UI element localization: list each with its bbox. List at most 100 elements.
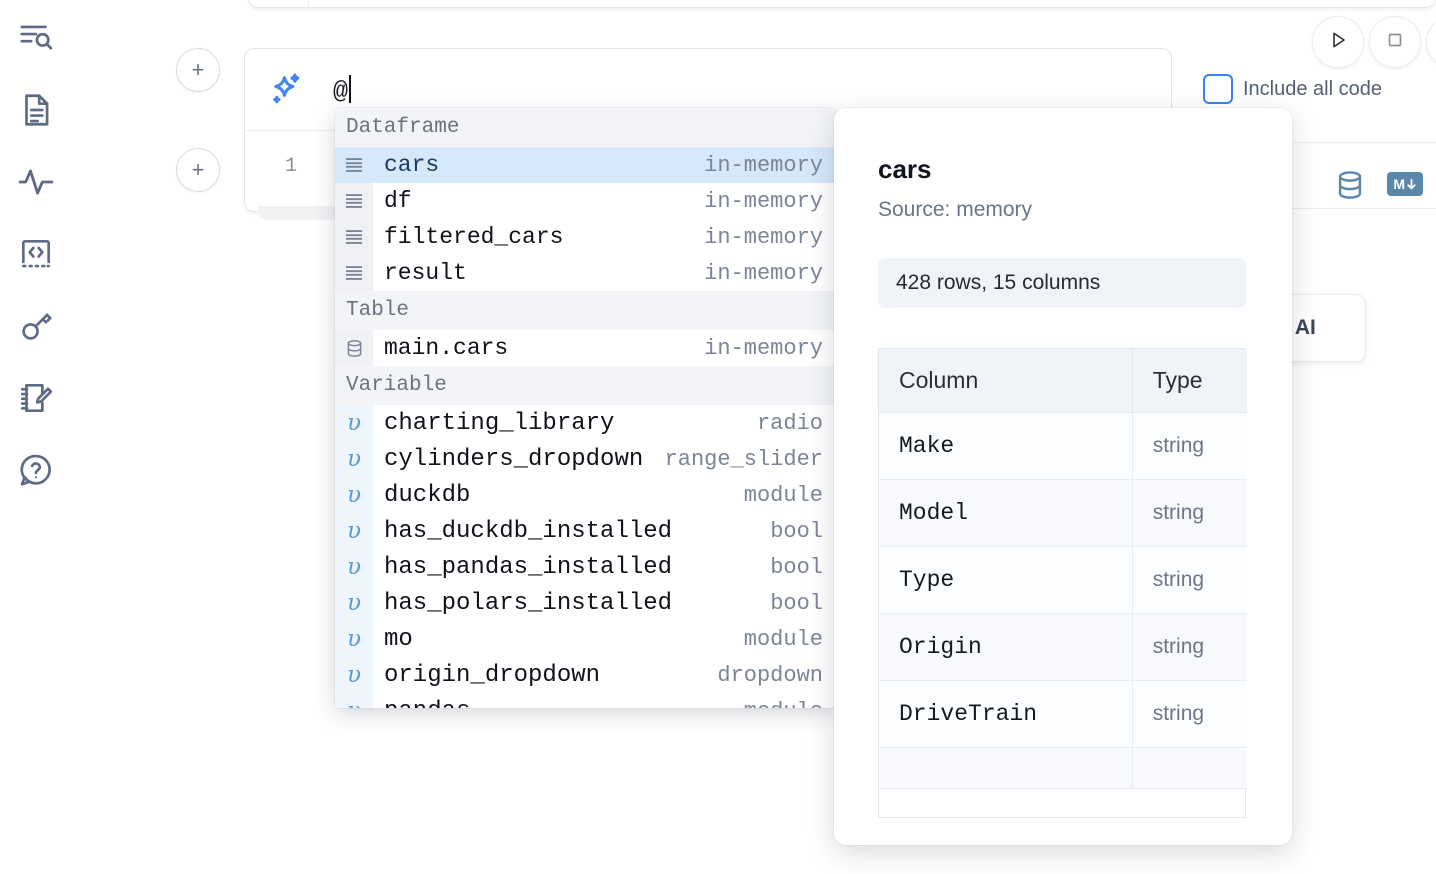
autocomplete-item-label: cylinders_dropdown <box>384 445 644 473</box>
autocomplete-item-type: module <box>743 482 823 508</box>
preview-type-header: Type <box>1131 349 1247 413</box>
include-all-code-checkbox[interactable] <box>1203 74 1233 104</box>
key-icon[interactable] <box>14 304 58 348</box>
autocomplete-item-label: cars <box>384 152 440 178</box>
question-chat-icon[interactable] <box>14 448 58 492</box>
database-icon[interactable] <box>1333 168 1367 207</box>
preview-column-name: Origin <box>879 613 1133 681</box>
variable-upsilon-icon: υ <box>335 621 373 657</box>
variable-upsilon-icon: υ <box>335 585 373 621</box>
cell-above-divider <box>308 0 309 8</box>
activity-pulse-icon[interactable] <box>14 160 58 204</box>
autocomplete-item-type: range_slider <box>664 446 823 472</box>
preview-column-type <box>1131 747 1247 789</box>
autocomplete-group-header: Table <box>335 291 835 330</box>
preview-table-row <box>879 747 1247 789</box>
dataframe-lines-icon <box>335 183 373 219</box>
preview-shape-badge: 428 rows, 15 columns <box>878 258 1246 308</box>
play-icon <box>1326 28 1350 57</box>
preview-column-header: Column <box>879 349 1133 413</box>
preview-column-name <box>879 747 1133 789</box>
outline-search-icon[interactable] <box>14 16 58 60</box>
preview-column-type: string <box>1131 680 1247 748</box>
autocomplete-item-label: duckdb <box>384 481 471 509</box>
autocomplete-item-type: bool <box>770 590 823 616</box>
autocomplete-item-label: filtered_cars <box>384 224 564 250</box>
autocomplete-item[interactable]: main.cars in-memory <box>335 330 835 366</box>
stop-icon <box>1383 28 1407 57</box>
autocomplete-item[interactable]: υ cylinders_dropdown range_slider <box>335 441 835 477</box>
run-button[interactable] <box>1312 16 1364 68</box>
preview-source: Source: memory <box>878 198 1033 221</box>
autocomplete-item-label: has_duckdb_installed <box>384 517 673 545</box>
autocomplete-item[interactable]: cars in-memory <box>335 147 835 183</box>
autocomplete-item-label: result <box>384 260 467 286</box>
left-icon-rail <box>0 0 72 874</box>
stop-button[interactable] <box>1369 16 1421 68</box>
add-cell-button-top[interactable]: + <box>176 48 220 92</box>
include-all-code-control[interactable]: Include all code <box>1203 74 1382 104</box>
autocomplete-item[interactable]: υ has_polars_installed bool <box>335 585 835 621</box>
autocomplete-group-header: Dataframe <box>335 108 835 147</box>
more-actions-button[interactable] <box>1426 16 1436 68</box>
autocomplete-item[interactable]: filtered_cars in-memory <box>335 219 835 255</box>
notebook-pencil-icon[interactable] <box>14 376 58 420</box>
autocomplete-item-type: module <box>744 693 823 709</box>
ai-prompt-input[interactable]: @ <box>333 75 352 106</box>
autocomplete-item-type: in-memory <box>704 224 823 250</box>
dataset-preview-panel: cars Source: memory 428 rows, 15 columns… <box>834 108 1292 845</box>
toolbar-divider-bottom <box>1180 208 1436 209</box>
markdown-icon[interactable]: M <box>1387 172 1423 196</box>
text-caret <box>349 75 352 103</box>
autocomplete-item-label: has_polars_installed <box>384 589 673 617</box>
preview-table-header-row: Column Type <box>879 349 1247 413</box>
database-icon <box>335 330 373 366</box>
preview-title: cars <box>878 154 932 184</box>
variable-upsilon-icon: υ <box>335 513 373 549</box>
variable-upsilon-icon: υ <box>335 693 373 708</box>
ai-prompt-value: @ <box>333 77 349 106</box>
autocomplete-item-type: in-memory <box>704 152 823 178</box>
toolbar-divider-top <box>1180 142 1436 143</box>
autocomplete-item-type: bool <box>770 554 823 580</box>
cell-above-remnant <box>248 0 1436 8</box>
dataframe-lines-icon <box>335 255 373 291</box>
autocomplete-item-label: df <box>384 188 412 214</box>
autocomplete-item-label: origin_dropdown <box>384 661 601 689</box>
add-cell-button-bottom[interactable]: + <box>176 148 220 192</box>
autocomplete-item-label: pandas <box>373 698 470 709</box>
dataframe-lines-icon <box>335 219 373 255</box>
autocomplete-item-label: mo <box>384 625 413 653</box>
preview-column-type: string <box>1131 546 1247 614</box>
autocomplete-item-label: main.cars <box>384 335 509 361</box>
variable-upsilon-icon: υ <box>335 657 373 693</box>
dataframe-lines-icon <box>335 147 373 183</box>
autocomplete-item[interactable]: υpandas module <box>335 693 835 708</box>
autocomplete-item-type: module <box>743 626 823 652</box>
preview-column-type: string <box>1131 412 1247 480</box>
autocomplete-item[interactable]: result in-memory <box>335 255 835 291</box>
autocomplete-item-type: in-memory <box>704 260 823 286</box>
variable-upsilon-icon: υ <box>335 549 373 585</box>
include-all-code-label: Include all code <box>1243 77 1382 100</box>
preview-column-type: string <box>1131 613 1247 681</box>
document-icon[interactable] <box>14 88 58 132</box>
autocomplete-item-label: charting_library <box>384 409 615 437</box>
autocomplete-item-type: in-memory <box>704 335 823 361</box>
autocomplete-item-type: dropdown <box>717 662 823 688</box>
code-brackets-icon[interactable] <box>14 232 58 276</box>
autocomplete-item[interactable]: υ origin_dropdown dropdown <box>335 657 835 693</box>
variable-upsilon-icon: υ <box>335 441 373 477</box>
